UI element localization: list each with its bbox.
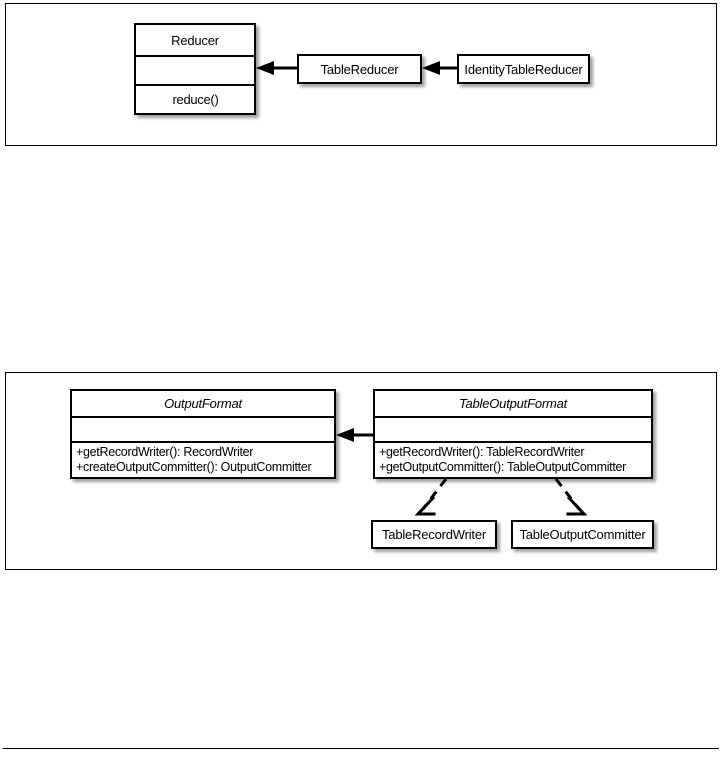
method-item: +getRecordWriter(): RecordWriter (76, 445, 254, 459)
arrow-tablereducer-to-reducer (256, 61, 297, 75)
class-box-outputformat[interactable]: OutputFormat +getRecordWriter(): RecordW… (70, 389, 336, 479)
dependency-arrow-tableoutputcommitter (554, 478, 588, 516)
footer-divider (3, 748, 719, 749)
method-item: reduce() (172, 92, 219, 107)
arrow-tableoutputformat-to-outputformat (336, 428, 373, 442)
method-item: +getRecordWriter(): TableRecordWriter (379, 445, 585, 459)
class-methods-outputformat: +getRecordWriter(): RecordWriter +create… (72, 441, 334, 477)
class-attributes-tableoutputformat (375, 416, 651, 441)
class-methods-tableoutputformat: +getRecordWriter(): TableRecordWriter +g… (375, 441, 651, 477)
class-name-label: TableOutputCommitter (519, 527, 646, 542)
class-attributes-outputformat (72, 416, 334, 441)
class-name-label: OutputFormat (164, 396, 242, 411)
method-item: +getOutputCommitter(): TableOutputCommit… (379, 460, 627, 474)
class-name-reducer: Reducer (136, 25, 254, 55)
class-box-tablerecordwriter[interactable]: TableRecordWriter (371, 520, 497, 549)
class-name-label: Reducer (171, 32, 219, 48)
class-box-identitytablereducer[interactable]: IdentityTableReducer (457, 54, 590, 84)
class-name-outputformat: OutputFormat (72, 391, 334, 416)
class-box-tablereducer[interactable]: TableReducer (297, 54, 422, 84)
class-name-label: TableRecordWriter (381, 527, 486, 542)
class-name-label: IdentityTableReducer (464, 61, 583, 77)
figure-outputformat-hierarchy: OutputFormat +getRecordWriter(): RecordW… (5, 372, 717, 570)
arrow-identitytablereducer-to-tablereducer (422, 61, 457, 75)
class-name-tableoutputformat: TableOutputFormat (375, 391, 651, 416)
class-attributes-reducer (136, 55, 254, 84)
figure-reducer-hierarchy: Reducer reduce() TableReducer IdentityTa… (5, 3, 717, 146)
dependency-arrow-tablerecordwriter (414, 478, 448, 516)
method-item: +createOutputCommitter(): OutputCommitte… (76, 460, 312, 474)
class-box-tableoutputcommitter[interactable]: TableOutputCommitter (511, 520, 654, 549)
class-box-reducer[interactable]: Reducer reduce() (134, 23, 256, 115)
class-box-tableoutputformat[interactable]: TableOutputFormat +getRecordWriter(): Ta… (373, 389, 653, 479)
class-methods-reducer: reduce() (136, 84, 254, 113)
class-name-label: TableOutputFormat (458, 396, 568, 411)
class-name-label: TableReducer (320, 61, 399, 77)
